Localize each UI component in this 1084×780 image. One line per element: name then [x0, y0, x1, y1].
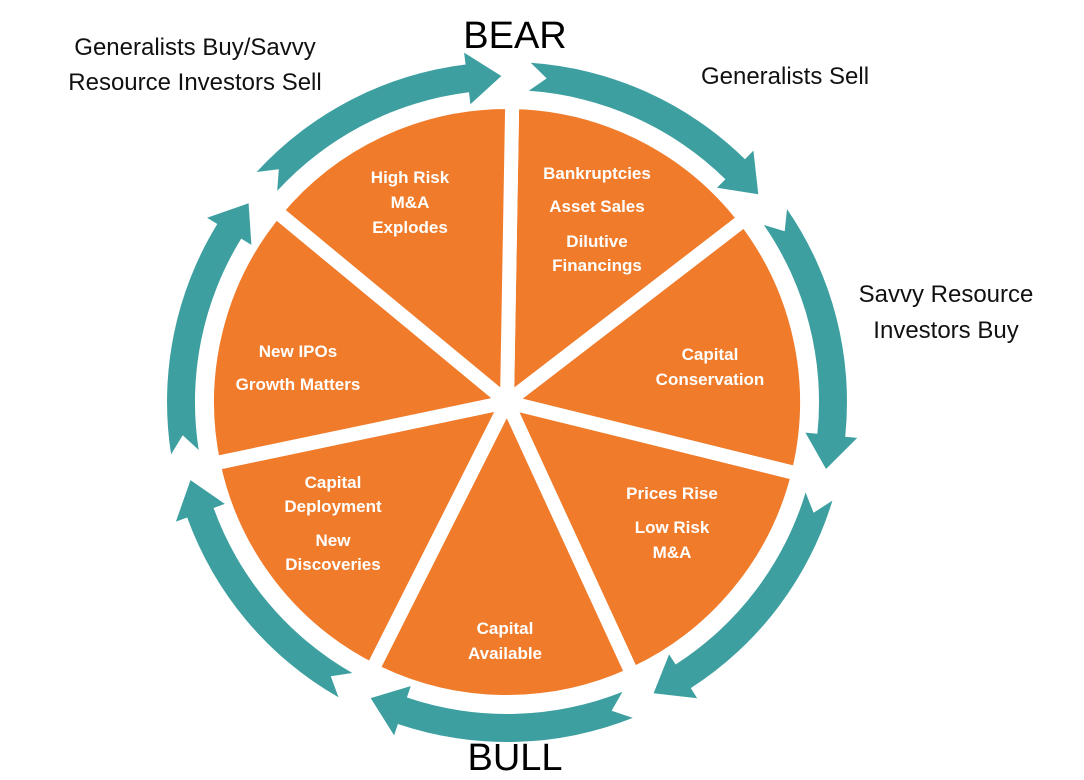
slice-text: Deployment: [284, 497, 382, 516]
slice-text: M&A: [653, 543, 692, 562]
slice-text: Bankruptcies: [543, 164, 651, 183]
cycle-arrow: [370, 686, 633, 743]
cycle-arrows: [167, 52, 858, 743]
slice-text: Capital: [477, 619, 534, 638]
bull-label: BULL: [467, 737, 562, 779]
slice-text: New: [316, 531, 352, 550]
slice-text: Capital: [305, 473, 362, 492]
pie-slice: [200, 203, 514, 471]
pie-slice: [206, 395, 514, 677]
slice-text: Growth Matters: [236, 375, 361, 394]
outer-label-right-2: Investors Buy: [873, 317, 1018, 344]
bear-label: BEAR: [463, 15, 566, 57]
pie-slice: [365, 395, 640, 709]
slice-text: M&A: [391, 193, 430, 212]
pie-slices: [200, 94, 815, 709]
outer-label-right-1: Savvy Resource: [859, 281, 1034, 308]
slice-text: Financings: [552, 256, 642, 275]
slice-text: Explodes: [372, 218, 448, 237]
slice-text: Conservation: [656, 370, 765, 389]
cycle-arrow: [175, 480, 353, 698]
slice-label-capital-available: Capital Available: [468, 619, 542, 663]
cycle-arrow: [653, 492, 833, 699]
pie-slice: [500, 95, 752, 409]
slice-label-capital-deployment: Capital Deployment New Discoveries: [284, 473, 382, 574]
slice-text: Asset Sales: [549, 197, 644, 216]
pie-slice: [500, 395, 806, 682]
outer-label-top-left-1: Generalists Buy/Savvy: [74, 34, 315, 61]
slice-text: Available: [468, 644, 542, 663]
slice-label-capital-conservation: Capital Conservation: [656, 345, 765, 389]
cycle-arrow: [763, 209, 858, 469]
pie-slice: [500, 212, 815, 481]
pie-slice: [268, 94, 520, 409]
cycle-arrow: [528, 62, 759, 195]
cycle-arrow: [167, 203, 252, 455]
slice-text: Low Risk: [635, 518, 710, 537]
outer-label-top-right: Generalists Sell: [701, 63, 869, 90]
cycle-arrow: [256, 52, 502, 191]
outer-label-top-left-2: Resource Investors Sell: [68, 69, 321, 96]
slice-label-new-ipos: New IPOs Growth Matters: [236, 342, 361, 394]
slice-label-prices-rise: Prices Rise Low Risk M&A: [626, 484, 718, 562]
slice-text: New IPOs: [259, 342, 337, 361]
slice-text: Discoveries: [285, 555, 380, 574]
slice-text: High Risk: [371, 168, 450, 187]
slice-label-high-risk: High Risk M&A Explodes: [371, 168, 450, 237]
slice-text: Capital: [682, 345, 739, 364]
slice-text: Prices Rise: [626, 484, 718, 503]
slice-text: Dilutive: [566, 232, 627, 251]
slice-label-bankruptcies: Bankruptcies Asset Sales Dilutive Financ…: [543, 164, 651, 275]
